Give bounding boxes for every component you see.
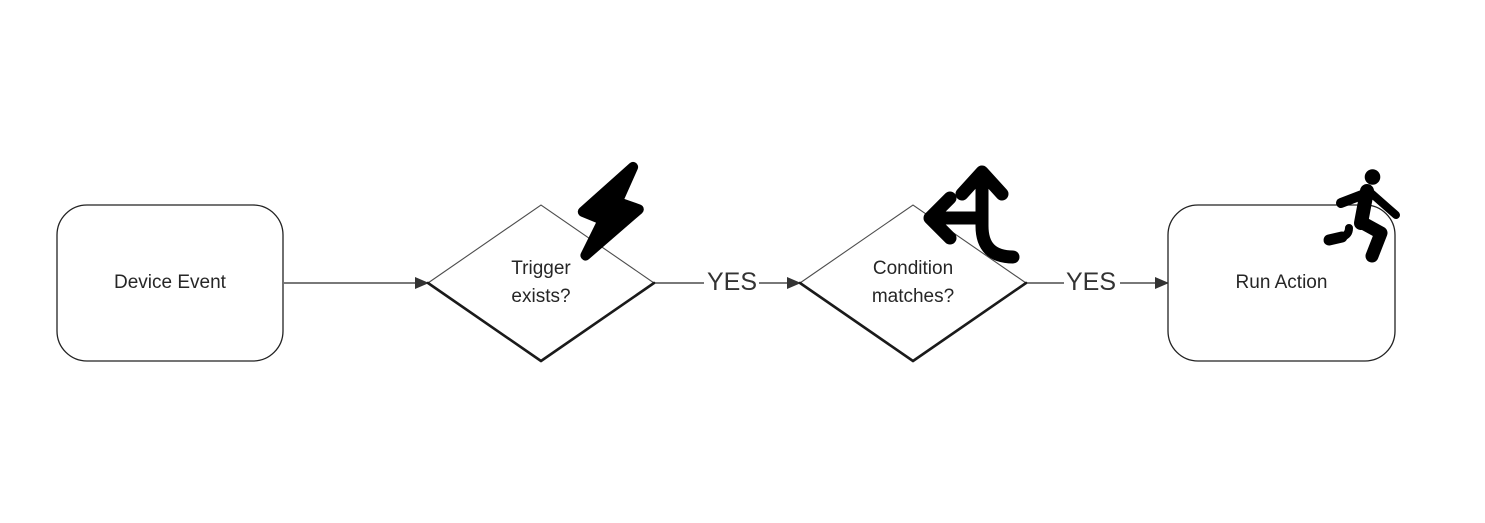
edge-label-yes-1: YES [706, 268, 758, 296]
arrowhead-icon [415, 277, 429, 289]
node-label-run-action: Run Action [1235, 272, 1328, 293]
node-shape-run-action [1167, 204, 1396, 362]
node-shape-device-event [56, 204, 284, 362]
edge-trigger-to-condition [654, 277, 801, 289]
edge-label-yes-2: YES [1065, 268, 1117, 296]
lightning-bolt-icon [577, 161, 644, 261]
arrowhead-icon [1155, 277, 1169, 289]
edge-device-to-trigger [284, 277, 429, 289]
decision-shape-condition-matches [798, 204, 1028, 363]
arrowhead-icon [787, 277, 801, 289]
split-arrows-icon [923, 165, 1020, 264]
node-label-trigger-exists: Trigger exists? [511, 258, 571, 307]
edge-condition-to-run [1026, 277, 1169, 289]
node-label-device-event: Device Event [114, 272, 226, 293]
node-label-condition-matches: Condition matches? [871, 258, 955, 307]
person-running-icon [1323, 169, 1400, 263]
